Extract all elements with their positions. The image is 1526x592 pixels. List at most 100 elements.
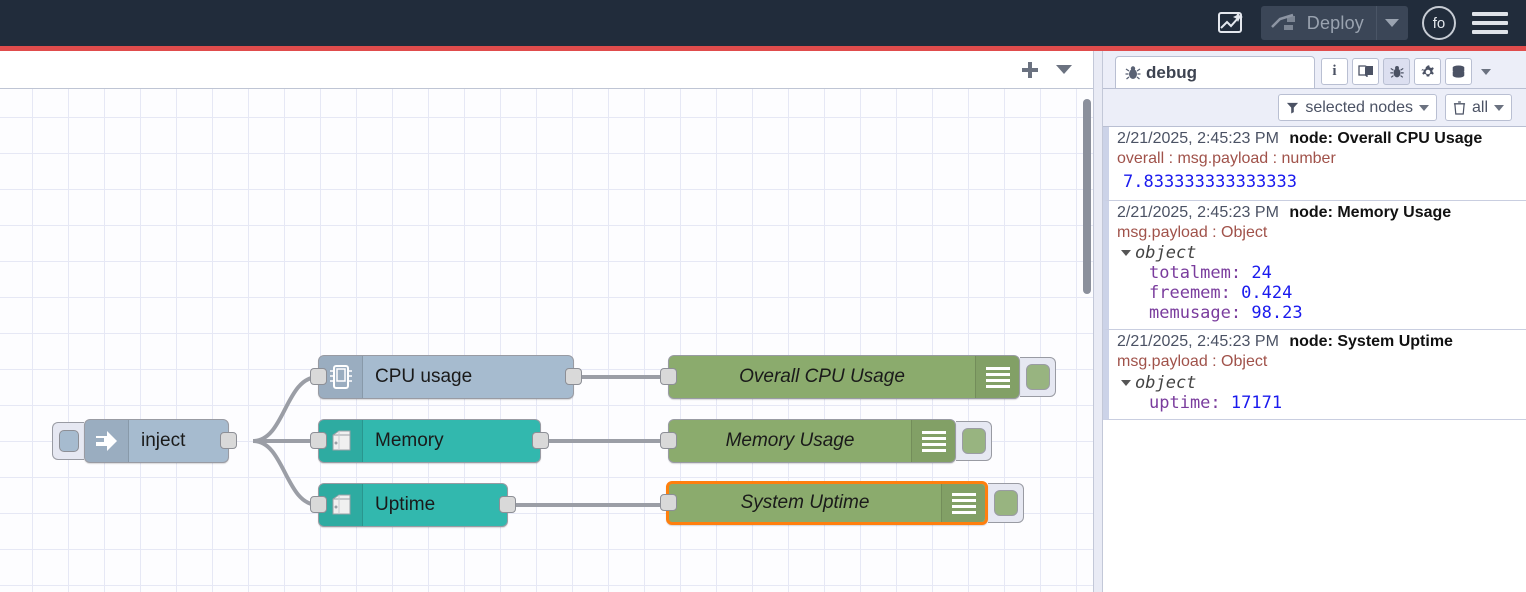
sidebar-tabs: debug i — [1103, 51, 1526, 89]
property-value: 24 — [1251, 263, 1272, 284]
canvas-vertical-scrollbar[interactable] — [1083, 99, 1091, 294]
inject-arrow-icon — [85, 420, 129, 462]
debug-bug-icon[interactable] — [1383, 58, 1410, 85]
workspace-tabbar — [0, 51, 1093, 89]
context-data-icon[interactable] — [1445, 58, 1472, 85]
chevron-down-icon — [1418, 104, 1429, 111]
triangle-down-icon — [1121, 250, 1131, 257]
node-cpu-usage[interactable]: CPU usage — [310, 355, 582, 399]
filter-icon — [1287, 102, 1299, 114]
node-label-memory: Memory — [375, 430, 444, 451]
output-port[interactable] — [565, 368, 582, 385]
node-label-system-uptime: System Uptime — [740, 492, 870, 513]
tab-debug-label: debug — [1146, 62, 1197, 82]
node-label-uptime: Uptime — [375, 494, 436, 515]
property-key: memusage: — [1149, 303, 1242, 324]
panel-resize-handle[interactable] — [1093, 51, 1103, 592]
object-label: object — [1135, 372, 1197, 393]
message-node: node: System Uptime — [1289, 333, 1453, 351]
debug-toggle-button[interactable] — [988, 483, 1024, 523]
message-node: node: Overall CPU Usage — [1289, 130, 1483, 147]
deploy-label: Deploy — [1306, 12, 1364, 33]
debug-toggle-button[interactable] — [1020, 357, 1056, 397]
object-label: object — [1135, 243, 1197, 264]
debug-message[interactable]: 2/21/2025, 2:45:23 PM node: Overall CPU … — [1103, 127, 1526, 201]
app-header: Deploy fo — [0, 0, 1526, 46]
debug-lines-icon — [911, 420, 955, 462]
message-value: 7.833333333333333 — [1123, 171, 1297, 192]
output-port[interactable] — [532, 432, 549, 449]
node-system-uptime[interactable]: System Uptime — [660, 481, 1024, 525]
property-key: totalmem: — [1149, 263, 1242, 284]
input-port[interactable] — [660, 368, 677, 385]
chevron-down-icon — [1494, 104, 1504, 111]
message-timestamp: 2/21/2025, 2:45:23 PM — [1117, 203, 1279, 221]
debug-message-list[interactable]: 2/21/2025, 2:45:23 PM node: Overall CPU … — [1103, 127, 1526, 592]
tab-debug[interactable]: debug — [1115, 56, 1315, 88]
object-expander[interactable]: object — [1117, 373, 1520, 393]
flow-canvas[interactable]: inject CPU usage — [0, 89, 1093, 592]
object-property: uptime: 17171 — [1117, 393, 1520, 413]
filter-nodes-button[interactable]: selected nodes — [1278, 94, 1437, 121]
message-topic: msg.payload : Object — [1117, 223, 1268, 241]
avatar-initials: fo — [1432, 14, 1446, 32]
property-value: 98.23 — [1251, 303, 1303, 324]
property-key: freemem: — [1149, 283, 1231, 304]
deploy-button[interactable]: Deploy — [1260, 6, 1408, 40]
node-memory[interactable]: Memory — [310, 419, 549, 463]
chevron-down-icon[interactable] — [1047, 55, 1081, 85]
input-port[interactable] — [310, 432, 327, 449]
output-port[interactable] — [220, 432, 237, 449]
debug-message[interactable]: 2/21/2025, 2:45:23 PM node: System Uptim… — [1103, 330, 1526, 420]
output-port[interactable] — [499, 496, 516, 513]
hamburger-menu-icon[interactable] — [1472, 6, 1508, 40]
flow-sparkle-icon[interactable] — [1211, 3, 1251, 43]
trash-icon — [1453, 100, 1466, 115]
debug-lines-icon — [975, 356, 1019, 398]
message-node: node: Memory Usage — [1289, 203, 1452, 221]
debug-message[interactable]: 2/21/2025, 2:45:23 PM node: Memory Usage… — [1103, 200, 1526, 331]
node-overall-cpu-usage[interactable]: Overall CPU Usage — [660, 355, 1056, 399]
message-timestamp: 2/21/2025, 2:45:23 PM — [1117, 130, 1279, 147]
node-uptime[interactable]: Uptime — [310, 483, 516, 527]
node-inject[interactable]: inject — [52, 419, 237, 463]
message-topic: overall : msg.payload : number — [1117, 150, 1336, 167]
bug-icon — [1125, 65, 1141, 80]
user-avatar[interactable]: fo — [1422, 6, 1456, 40]
clear-messages-button[interactable]: all — [1444, 94, 1512, 121]
object-expander[interactable]: object — [1117, 243, 1520, 263]
node-label-overall-cpu-usage: Overall CPU Usage — [739, 366, 905, 387]
debug-sidebar: debug i — [1103, 51, 1526, 592]
help-book-icon[interactable] — [1352, 58, 1379, 85]
triangle-down-icon — [1121, 379, 1131, 386]
filter-label: selected nodes — [1305, 98, 1413, 116]
debug-toggle-button[interactable] — [956, 421, 992, 461]
deploy-icon — [1270, 13, 1295, 30]
clear-label: all — [1471, 98, 1488, 116]
node-label-cpu-usage: CPU usage — [375, 366, 473, 387]
object-property: totalmem: 24 — [1117, 263, 1520, 283]
deploy-options-caret[interactable] — [1376, 6, 1406, 40]
node-memory-usage[interactable]: Memory Usage — [660, 419, 992, 463]
input-port[interactable] — [310, 496, 327, 513]
inject-trigger-button[interactable] — [52, 422, 84, 460]
property-value: 0.424 — [1241, 283, 1293, 304]
info-icon[interactable]: i — [1321, 58, 1348, 85]
message-topic: msg.payload : Object — [1117, 353, 1268, 371]
node-label-inject: inject — [141, 430, 186, 451]
sidebar-menu-icon[interactable] — [1476, 58, 1496, 85]
debug-lines-icon — [941, 484, 985, 522]
input-port[interactable] — [660, 494, 677, 511]
input-port[interactable] — [660, 432, 677, 449]
object-property: memusage: 98.23 — [1117, 303, 1520, 323]
debug-toolbar: selected nodes all — [1103, 89, 1526, 127]
sidebar-icon-group: i — [1321, 58, 1496, 88]
object-property: freemem: 0.424 — [1117, 283, 1520, 303]
message-timestamp: 2/21/2025, 2:45:23 PM — [1117, 333, 1279, 351]
header-accent-bar — [0, 46, 1526, 51]
input-port[interactable] — [310, 368, 327, 385]
config-gear-icon[interactable] — [1414, 58, 1441, 85]
property-value: 17171 — [1230, 392, 1283, 413]
node-label-memory-usage: Memory Usage — [725, 430, 855, 451]
add-flow-button[interactable] — [1013, 55, 1047, 85]
